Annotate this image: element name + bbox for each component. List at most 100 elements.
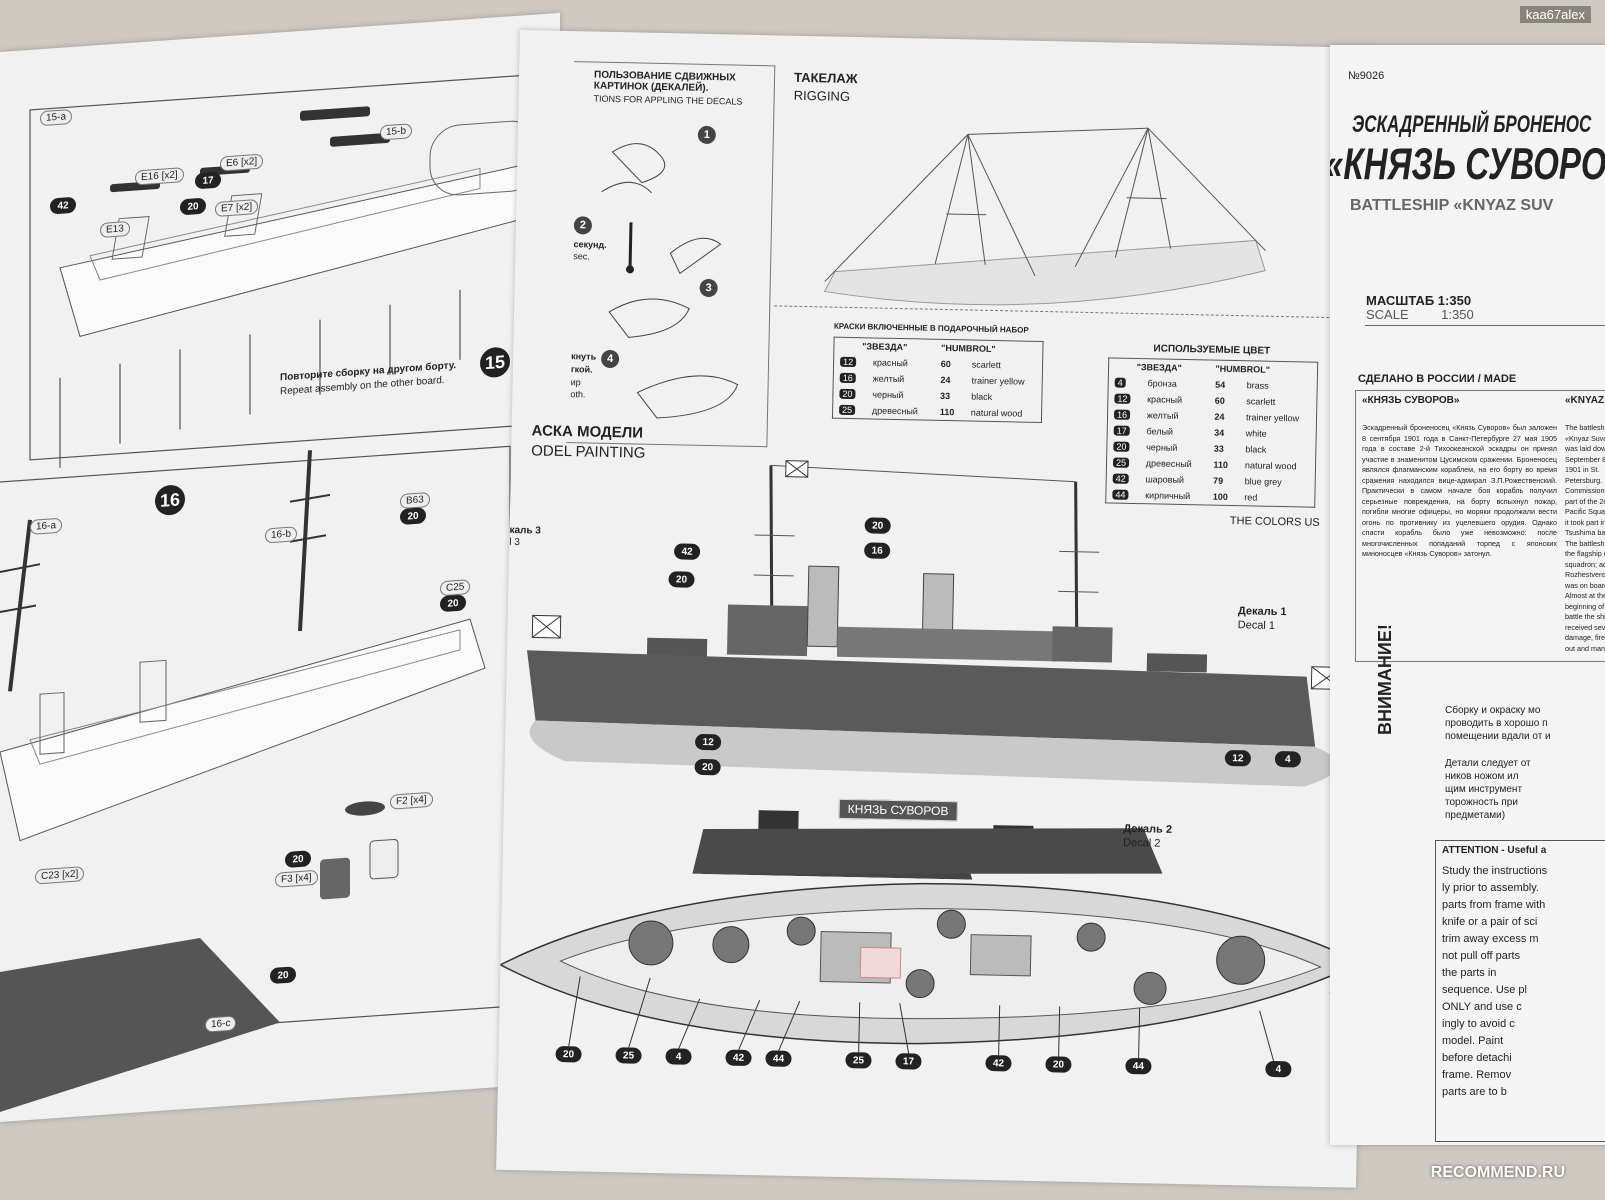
top-view-callout: 4 bbox=[665, 1048, 692, 1065]
decal-2-label-en: Decal 2 bbox=[1122, 836, 1161, 850]
top-view-callout: 42 bbox=[725, 1049, 752, 1067]
paint-code: 20 bbox=[839, 388, 856, 400]
paint-callout: 16 bbox=[864, 542, 891, 559]
callout-15a: 15-a bbox=[40, 108, 73, 127]
top-view-callout: 4 bbox=[1265, 1060, 1292, 1078]
humbrol-number: 54 bbox=[1215, 379, 1226, 390]
humbrol-number: 33 bbox=[940, 390, 951, 402]
decal-hands-drawing bbox=[601, 143, 739, 419]
humbrol-number: 24 bbox=[1214, 411, 1225, 422]
attention-ru-line: помещении вдали от и bbox=[1445, 731, 1551, 742]
scale-en: SCALE 1:350 bbox=[1366, 307, 1474, 322]
paint-name-en: brass bbox=[1246, 380, 1269, 391]
paint-name-en: natural wood bbox=[970, 407, 1023, 419]
part-label: F2 [x4] bbox=[390, 791, 433, 810]
attention-ru-line: торожность при bbox=[1445, 797, 1518, 808]
decal-1-label-en: Decal 1 bbox=[1237, 619, 1276, 632]
used-colors-title: ИСПОЛЬЗУЕМЫЕ ЦВЕТ bbox=[1153, 343, 1271, 357]
paint-name-en: trainer yellow bbox=[1245, 412, 1300, 424]
paint-name-ru: белый bbox=[1146, 426, 1174, 437]
history-text-en: The battleship «Knyaz Suvorov» was laid … bbox=[1565, 423, 1605, 653]
humbrol-number: 24 bbox=[940, 374, 951, 386]
humbrol-number: 60 bbox=[940, 358, 951, 370]
middle-instruction-sheet: ПОЛЬЗОВАНИЕ СДВИЖНЫХ КАРТИНОК (ДЕКАЛЕЙ).… bbox=[496, 30, 1380, 1188]
color-code-badge: 20 bbox=[400, 507, 426, 526]
attention-en-line: frame. Remov bbox=[1442, 1069, 1512, 1081]
paint-callout: 12 bbox=[1224, 749, 1252, 767]
attention-ru-line: щим инструмент bbox=[1445, 784, 1523, 795]
site-watermark: RECOMMEND.RU bbox=[1430, 1164, 1565, 1181]
history-text-ru: Эскадренный броненосец «Князь Суворов» б… bbox=[1362, 423, 1557, 558]
attention-en-line: trim away excess m bbox=[1442, 933, 1539, 945]
part-label: E6 [x2] bbox=[220, 153, 264, 172]
top-view-callout: 20 bbox=[1045, 1056, 1072, 1073]
color-code-badge: 20 bbox=[270, 966, 296, 985]
attention-en-line: ingly to avoid c bbox=[1442, 1018, 1515, 1030]
part-label: C25 bbox=[440, 579, 471, 597]
part-label: F3 [x4] bbox=[275, 869, 318, 888]
paint-name-ru: красный bbox=[872, 357, 909, 369]
humbrol-number: 60 bbox=[1214, 395, 1225, 406]
attention-en-line: parts are to b bbox=[1442, 1086, 1507, 1098]
paint-code: 4 bbox=[1114, 377, 1126, 388]
attention-ru-line: ников ножом ил bbox=[1445, 771, 1519, 782]
attention-en-line: knife or a pair of sci bbox=[1442, 916, 1538, 928]
paint-row: 25 древесный 110 natural wood bbox=[832, 402, 1041, 423]
paint-name-ru: красный bbox=[1147, 394, 1183, 405]
paint-name-en: scarlett bbox=[1246, 396, 1276, 407]
paint-name-ru: желтый bbox=[1146, 410, 1179, 421]
humbrol-number: 110 bbox=[939, 406, 955, 418]
ship-side-profile bbox=[527, 460, 1343, 880]
attention-en-line: the parts in bbox=[1442, 967, 1497, 979]
attention-en-line: ly prior to assembly. bbox=[1442, 882, 1539, 894]
paint-name-ru: древесный bbox=[871, 405, 919, 417]
title-en: BATTLESHIP «KNYAZ SUV bbox=[1350, 197, 1554, 214]
attention-en-frame bbox=[1435, 840, 1605, 1142]
paint-callout: 12 bbox=[694, 733, 722, 751]
attention-en-lines: Study the instructions ly prior to assem… bbox=[1442, 863, 1605, 1101]
scale-underline bbox=[1365, 325, 1605, 326]
attention-en-line: parts from frame with bbox=[1442, 899, 1546, 911]
callout-16a: 16-a bbox=[30, 517, 63, 535]
history-frame bbox=[1355, 390, 1605, 662]
paint-callout: 20 bbox=[668, 571, 695, 588]
top-view-callout: 25 bbox=[615, 1047, 642, 1064]
attention-en-line: ONLY and use c bbox=[1442, 1001, 1522, 1013]
paint-code: 20 bbox=[1113, 441, 1130, 452]
paint-name-ru: желтый bbox=[872, 373, 905, 385]
scale-ru: МАСШТАБ 1:350 bbox=[1366, 293, 1472, 308]
top-view-callout: 44 bbox=[765, 1050, 792, 1067]
stand-nameplate: КНЯЗЬ СУВОРОВ bbox=[838, 798, 958, 822]
ship-top-view bbox=[498, 882, 1363, 1063]
rigging-title-ru: ТАКЕЛАЖ bbox=[793, 69, 858, 87]
left-instruction-sheet: E16 [x2] E6 [x2] E7 [x2] E13 E5 B63 C25 … bbox=[0, 12, 560, 1123]
paint-callout: 20 bbox=[694, 758, 721, 776]
title-ru-line1: ЭСКАДРЕННЫЙ БРОНЕНОС bbox=[1352, 111, 1592, 138]
attention-heading-ru: ВНИМАНИЕ! bbox=[1375, 624, 1395, 735]
gift-set-title: КРАСКИ ВКЛЮЧЕННЫЕ В ПОДАРОЧНЫЙ НАБОР bbox=[833, 321, 1029, 335]
author-watermark: kaa67alex bbox=[1519, 6, 1591, 23]
paint-name-en: scarlett bbox=[971, 359, 1001, 371]
paint-code: 16 bbox=[839, 372, 856, 384]
callout-16b: 16-b bbox=[265, 526, 298, 544]
title-ru-line2: «КНЯЗЬ СУВОРО bbox=[1330, 138, 1605, 189]
paint-name-en: trainer yellow bbox=[971, 375, 1025, 387]
color-code-badge: 20 bbox=[440, 594, 466, 613]
top-view-callout: 42 bbox=[985, 1054, 1012, 1072]
color-code-badge: 20 bbox=[285, 850, 311, 869]
attention-ru-line: Сборку и окраску мо bbox=[1445, 705, 1541, 716]
paint-name-en: white bbox=[1245, 428, 1267, 439]
part-label: B63 bbox=[400, 491, 430, 510]
painting-title-ru: АСКА МОДЕЛИ bbox=[531, 422, 644, 442]
kit-number: №9026 bbox=[1348, 70, 1385, 82]
paint-callout: 20 bbox=[864, 517, 891, 534]
callout-15b: 15-b bbox=[380, 123, 413, 141]
attention-en-line: model. Paint bbox=[1442, 1035, 1504, 1047]
decal-1-label-ru: Декаль 1 bbox=[1237, 605, 1287, 619]
color-code-badge: 42 bbox=[50, 196, 76, 215]
paint-code: 25 bbox=[839, 404, 856, 416]
left-sheet-drawing bbox=[0, 72, 551, 1112]
history-title-ru: «КНЯЗЬ СУВОРОВ» bbox=[1362, 395, 1460, 406]
attention-en-line: not pull off parts bbox=[1442, 950, 1521, 962]
top-view-callout: 25 bbox=[845, 1052, 872, 1069]
